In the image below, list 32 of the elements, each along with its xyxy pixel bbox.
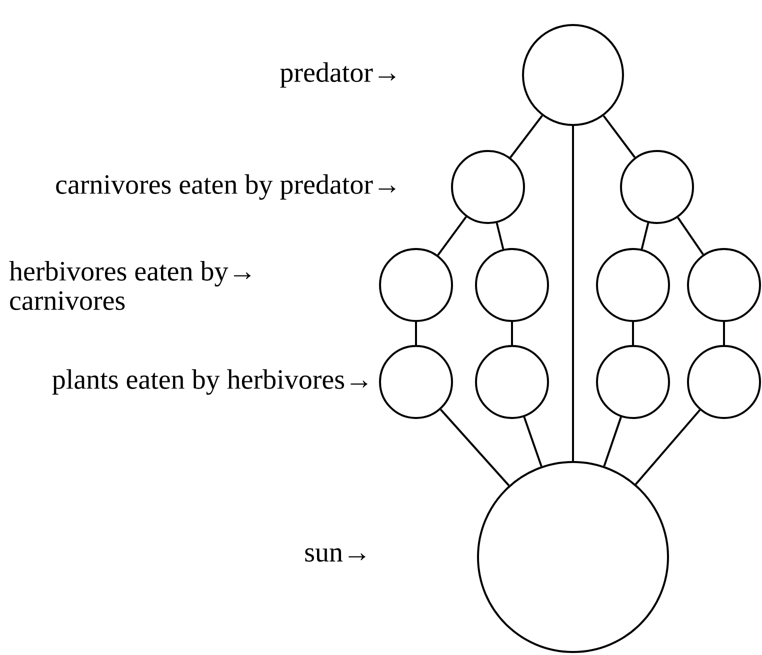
label-text: herbivores eaten by→ carnivores [9,261,251,310]
circle [687,248,761,322]
connector-line [723,322,725,345]
connector-line [603,416,622,466]
circle [379,345,453,419]
connector-line [634,409,701,485]
circle [596,345,670,419]
label-text: carnivores eaten by predator→ [56,174,396,200]
connector-line [632,322,634,345]
circle [596,248,670,322]
connector-line [640,222,650,250]
label-text: predator→ [280,62,396,88]
circle [477,461,669,653]
connector-line [437,216,467,256]
circle [620,150,694,224]
connector-line [511,322,513,345]
circle [379,248,453,322]
circle [475,345,549,419]
circle [687,345,761,419]
label-text: sun→ [305,548,366,562]
connector-line [677,216,704,256]
circle [522,24,624,126]
connector-line [523,416,542,467]
connector-line [415,322,417,345]
connector-line [602,115,636,158]
connector-line [510,115,543,158]
connector-line [496,222,504,250]
connector-line [572,126,574,461]
circle [451,150,525,224]
connector-line [440,408,510,486]
label-text: plants eaten by herbivores→ [52,369,368,395]
circle [475,248,549,322]
